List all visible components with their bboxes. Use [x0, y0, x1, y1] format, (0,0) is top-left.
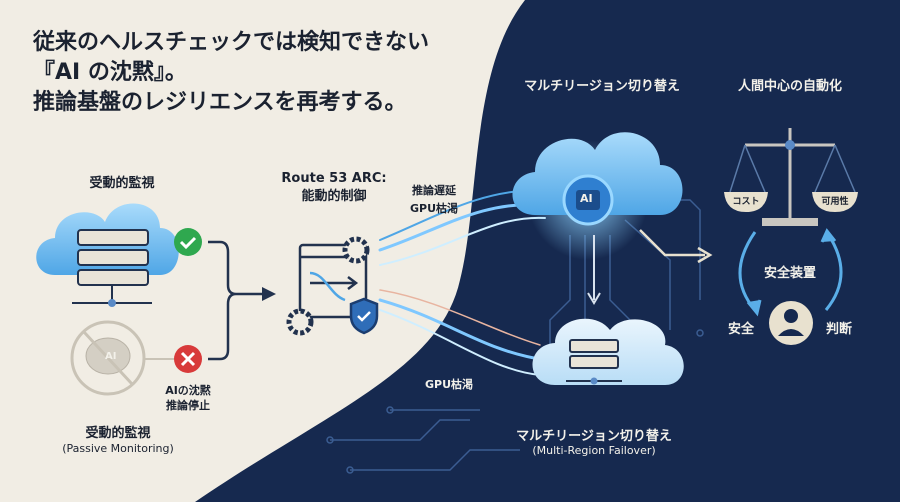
gpu-exhaustion-label-bottom: GPU枯渇 [424, 378, 474, 391]
failover-cloud-icon [532, 318, 684, 385]
check-ok-icon [174, 228, 202, 256]
judgment-label: 判断 [825, 322, 853, 337]
route53-arc-icon [286, 236, 379, 336]
availability-label: 可用性 [821, 197, 849, 207]
ai-brain-text: AI [580, 192, 593, 205]
signal-label-top: 推論遅延 GPU枯渇 [410, 182, 458, 218]
merge-arrow [208, 240, 262, 361]
headline: 従来のヘルスチェックでは検知できない 『AI の沈黙』。 推論基盤のレジリエンス… [33, 28, 429, 118]
passive-monitoring-label: 受動的監視 [85, 426, 151, 441]
flow-streams [378, 189, 547, 376]
arrow-head [262, 287, 276, 301]
safety-label: 安全 [727, 322, 755, 337]
latency-label: 推論遅延 [412, 184, 456, 197]
headline-line-1: 従来のヘルスチェックでは検知できない [33, 30, 430, 55]
silence-label-line-2: 推論停止 [165, 399, 210, 412]
failover-sub: (Multi-Region Failover) [532, 444, 656, 457]
headline-line-2: 『AI の沈黙』。 [33, 60, 187, 85]
passive-monitoring-top-label: 受動的監視 [89, 176, 155, 191]
human-centric-title: 人間中心の自動化 [737, 79, 843, 94]
headline-line-3: 推論基盤のレジリエンスを再考する。 [33, 90, 407, 115]
passive-cloud-icon [36, 203, 179, 307]
passive-monitoring-sub: (Passive Monitoring) [62, 442, 174, 455]
arc-label: Route 53 ARC: 能動的制御 [281, 170, 386, 206]
disabled-ai-text: AI [105, 351, 117, 362]
gpu-exhaustion-label-top: GPU枯渇 [409, 202, 459, 215]
arc-label-line-2: 能動的制御 [301, 189, 367, 204]
silence-label-line-1: AIの沈黙 [165, 384, 211, 397]
failover-top-label: マルチリージョン切り替え [524, 79, 680, 94]
cycle-arrows [738, 228, 843, 317]
right-arrow [639, 229, 713, 264]
silence-label: AIの沈黙 推論停止 [165, 383, 211, 413]
arc-label-line-1: Route 53 ARC: [281, 171, 387, 186]
cost-label: コスト [732, 197, 760, 207]
down-arrow [587, 235, 601, 305]
safety-device-label: 安全装置 [763, 266, 817, 281]
disabled-ai-brain-icon [70, 320, 174, 396]
person-icon [769, 301, 813, 345]
dark-region [195, 0, 900, 502]
ai-cloud-icon [512, 132, 683, 226]
error-x-icon [174, 345, 202, 373]
balance-scale-icon [724, 128, 858, 226]
failover-bottom-label: マルチリージョン切り替え [516, 429, 672, 444]
